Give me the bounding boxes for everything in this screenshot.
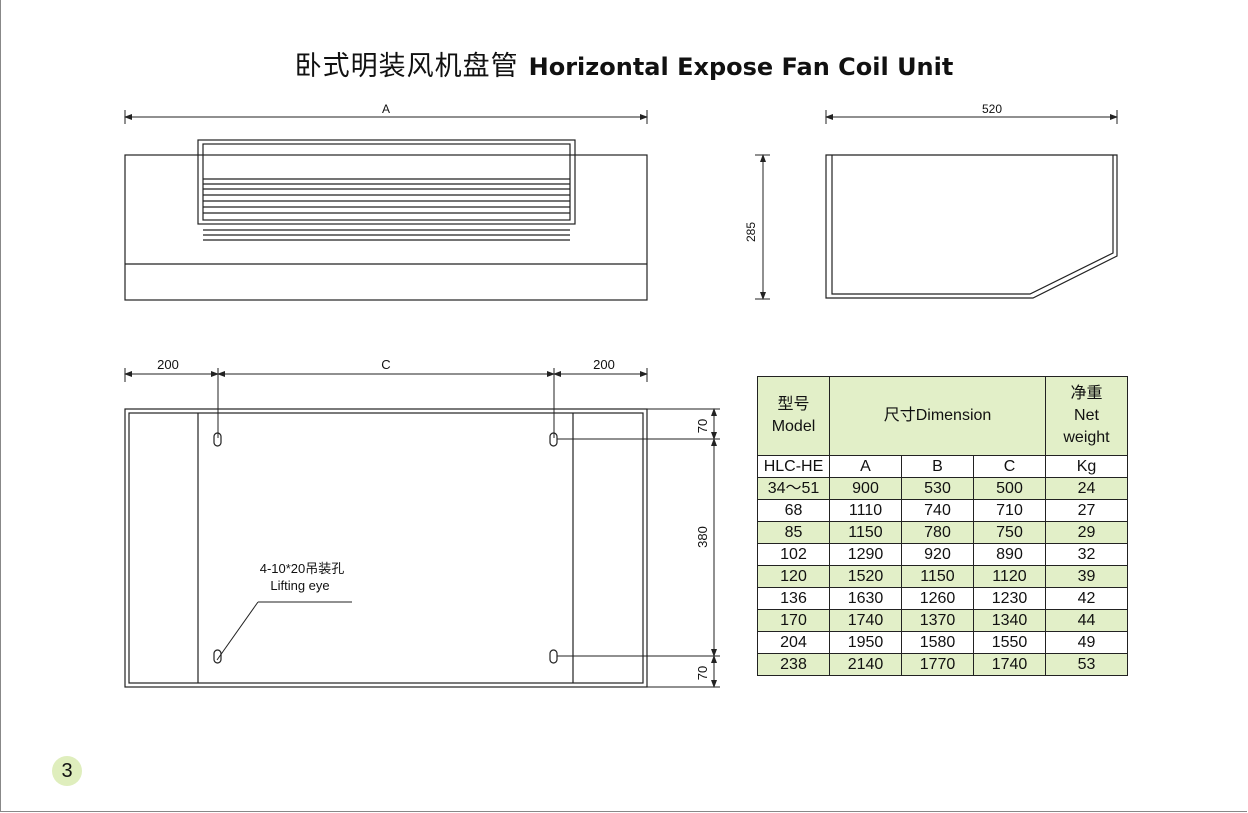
bottom-body — [124, 408, 648, 688]
bottom-c-label: C — [381, 357, 390, 372]
bottom-left-offset: 200 — [157, 357, 179, 372]
bottom-offset-label: 70 — [695, 666, 710, 680]
spec-table: 型号 Model 尺寸Dimension 净重 Net weight HLC-H… — [757, 376, 1128, 676]
header-model: 型号 Model — [757, 376, 830, 456]
lifting-eye-note-en: Lifting eye — [270, 578, 329, 593]
page-number-badge: 3 — [52, 756, 82, 786]
table-units-row: HLC-HE A B C Kg — [757, 455, 1128, 478]
dimension-a-label: A — [382, 102, 390, 116]
side-view — [755, 110, 1118, 300]
header-dimension: 尺寸Dimension — [829, 376, 1046, 456]
table-header-row: 型号 Model 尺寸Dimension 净重 Net weight — [757, 376, 1128, 456]
title-cn: 卧式明装风机盘管 — [294, 51, 519, 82]
front-body — [124, 154, 648, 301]
side-body — [825, 154, 1118, 299]
title-en: Horizontal Expose Fan Coil Unit — [528, 53, 954, 81]
lifting-eye-leader — [216, 601, 259, 661]
top-offset-label: 70 — [695, 419, 710, 433]
grille-outer — [197, 139, 576, 225]
header-weight: 净重 Net weight — [1045, 376, 1128, 456]
bottom-right-offset: 200 — [593, 357, 615, 372]
front-view — [124, 110, 648, 301]
side-depth-label: 520 — [982, 102, 1002, 116]
lifting-eye-hole — [549, 649, 558, 664]
lifting-eye-note-cn: 4-10*20吊装孔 — [260, 561, 345, 576]
mid-span-label: 380 — [695, 526, 710, 548]
bottom-view — [124, 368, 720, 688]
lifting-eye-hole — [213, 432, 222, 447]
lifting-eye-hole — [213, 649, 222, 664]
page-title: 卧式明装风机盘管 Horizontal Expose Fan Coil Unit — [0, 44, 1248, 83]
side-height-label: 285 — [744, 222, 758, 242]
